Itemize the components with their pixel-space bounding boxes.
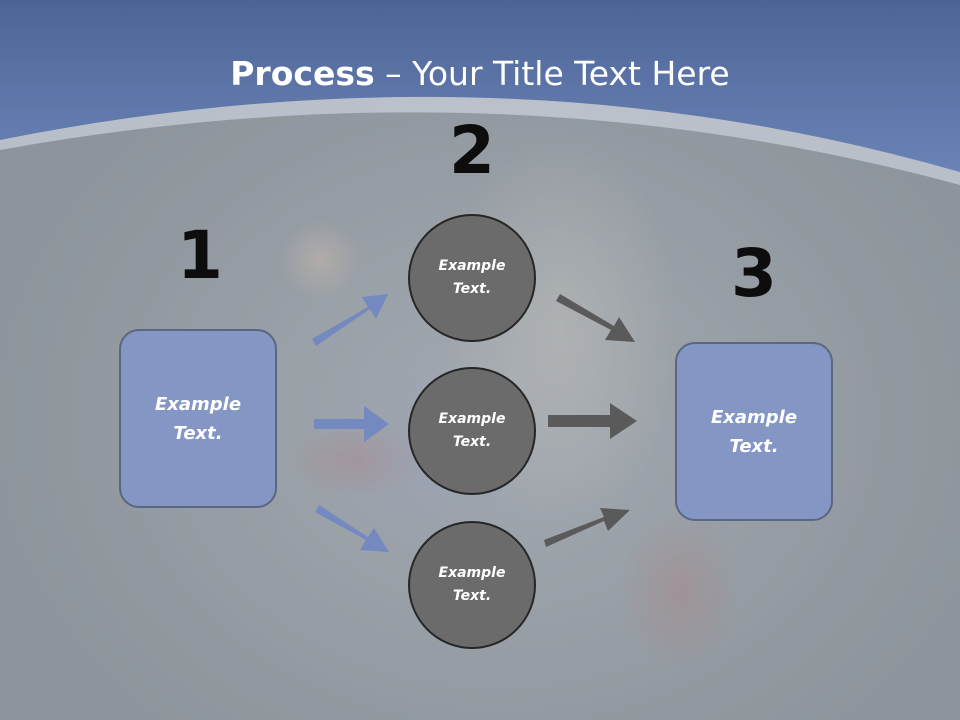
circle-bottom: Example Text. bbox=[408, 521, 536, 649]
stage-number-3: 3 bbox=[731, 235, 777, 312]
title-rest: – Your Title Text Here bbox=[374, 54, 730, 93]
title-bold: Process bbox=[230, 54, 375, 93]
arrow-left-to-top bbox=[312, 294, 388, 346]
stage-number-2: 2 bbox=[449, 112, 495, 189]
right-box: Example Text. bbox=[675, 342, 833, 521]
arrow-left-to-bottom bbox=[315, 505, 389, 552]
right-box-label: Example Text. bbox=[710, 406, 798, 457]
circle-top-label: Example Text. bbox=[438, 258, 506, 297]
circle-middle: Example Text. bbox=[408, 367, 536, 495]
arrow-top-to-right bbox=[556, 294, 635, 342]
header-banner bbox=[0, 0, 960, 185]
left-box-label: Example Text. bbox=[154, 393, 242, 444]
arrow-middle-to-right bbox=[548, 403, 637, 439]
left-box: Example Text. bbox=[119, 329, 277, 508]
circle-bottom-label: Example Text. bbox=[438, 565, 506, 604]
stage-number-1: 1 bbox=[177, 217, 223, 294]
arrow-bottom-to-right bbox=[544, 508, 630, 547]
page-title: Process – Your Title Text Here bbox=[0, 52, 960, 96]
circle-middle-label: Example Text. bbox=[438, 411, 506, 450]
arrow-left-to-middle bbox=[314, 406, 389, 442]
circle-top: Example Text. bbox=[408, 214, 536, 342]
